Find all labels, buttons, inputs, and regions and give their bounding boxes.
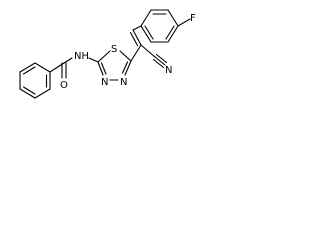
bond-carbonyl-to-nh	[63, 57, 73, 64]
bond-ring1-b	[34, 62, 51, 73]
bond-thiadiazole-s-c5	[119, 50, 132, 62]
bond-ring-to-vinyl-c	[130, 44, 142, 62]
bond-ring2-to-fluorine	[177, 18, 191, 27]
bond-thiadiazole-c2-n3	[97, 61, 104, 76]
ring-nitrogen-left-label: N	[101, 77, 108, 88]
bond-thiadiazole-c5-n4-double	[121, 61, 129, 74]
bond-nitrile-triple-3	[152, 58, 165, 69]
bond-ring1-d	[34, 88, 51, 99]
amide-nh-label: NH	[74, 51, 89, 62]
bond-nitrile-triple-1	[154, 56, 166, 66]
bond-vinyl-double-2	[129, 31, 139, 47]
bond-vinyl-double-1	[132, 29, 142, 46]
bond-ring2-inner-3	[144, 25, 154, 40]
bond-ring1-e	[19, 88, 36, 99]
nitrile-nitrogen-label: N	[165, 65, 172, 76]
bond-thiadiazole-c2-n3-double	[100, 62, 107, 75]
amide-oxygen-label: O	[60, 80, 68, 91]
thiadiazole-sulfur-label: S	[111, 44, 117, 55]
bond-ring2-a	[140, 9, 152, 27]
molecule-structure-diagram: O NH S N N N F	[19, 9, 196, 99]
bond-nitrile-triple-2	[155, 53, 168, 64]
bond-to-nitrile	[140, 44, 156, 58]
bond-ring2-inner-2	[165, 25, 175, 40]
bond-ring2-c	[167, 9, 179, 27]
thiadiazole-ring	[97, 50, 132, 81]
bond-vinyl-to-ring2	[132, 25, 142, 31]
fluorine-label: F	[190, 13, 196, 24]
bond-ring2-d	[167, 25, 179, 43]
bond-nh-to-ring	[88, 57, 99, 63]
benzene-ring-left	[19, 62, 51, 99]
bond-ring1-a	[19, 62, 36, 73]
bond-ring1-inner-3	[22, 86, 36, 95]
ring-nitrogen-right-label: N	[120, 77, 127, 88]
acrylonitrile-group	[129, 29, 168, 69]
carbonyl-group	[49, 57, 73, 79]
bond-ring1-inner-1	[22, 66, 36, 75]
bond-thiadiazole-c2-s	[97, 50, 111, 63]
bond-ring2-f	[140, 25, 152, 43]
fluorophenyl-ring	[132, 9, 191, 43]
bond-thiadiazole-c5-n4	[124, 60, 132, 76]
